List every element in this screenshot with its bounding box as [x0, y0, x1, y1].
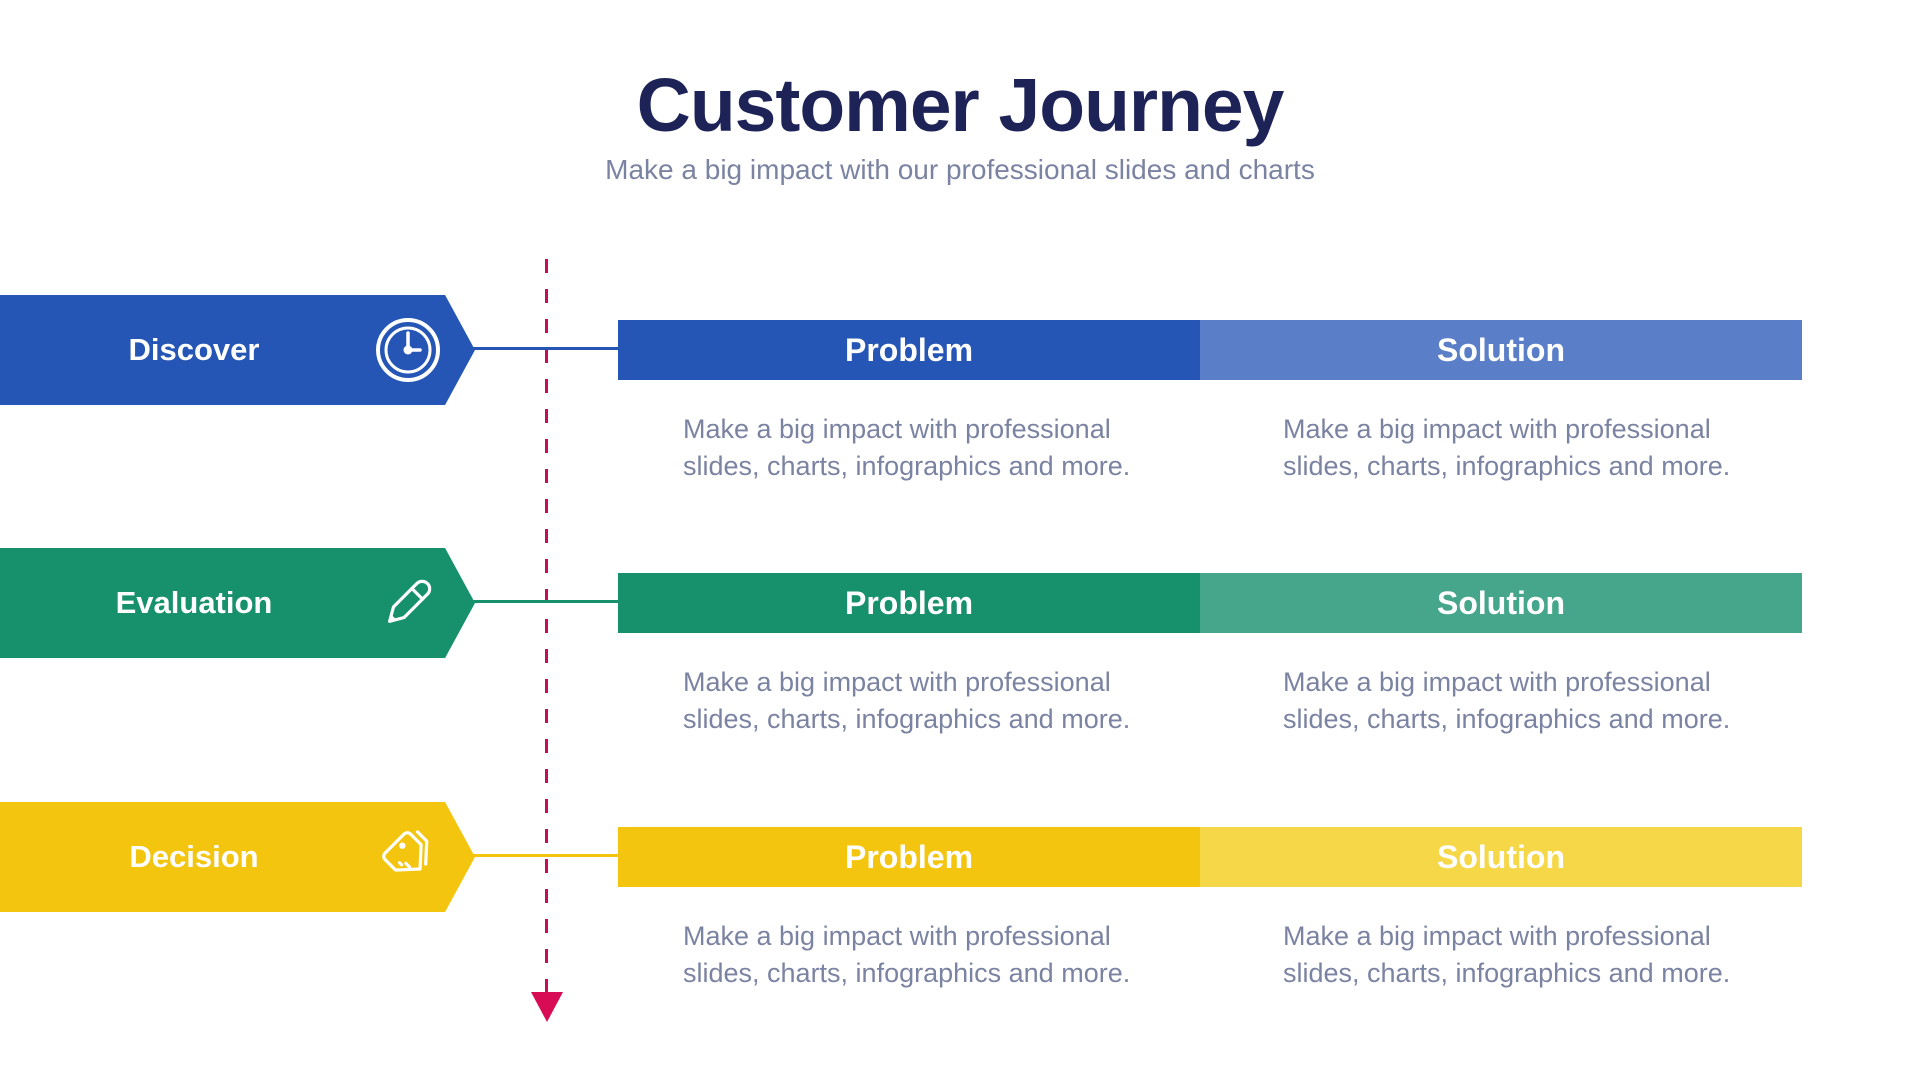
- problem-text: Make a big impact with professional slid…: [683, 414, 1131, 481]
- solution-header: Solution: [1200, 827, 1802, 887]
- problem-header: Problem: [618, 320, 1200, 380]
- solution-header: Solution: [1200, 320, 1802, 380]
- connector-line: [462, 854, 620, 857]
- stage-label: Decision: [129, 839, 259, 874]
- journey-row-evaluation: Evaluation Problem Solution Make a big i…: [0, 548, 1920, 773]
- journey-row-decision: Decision Problem Solution Make a big imp…: [0, 802, 1920, 1027]
- solution-text: Make a big impact with professional slid…: [1283, 921, 1731, 988]
- stage-banner-decision: Decision: [0, 802, 475, 912]
- stage-banner-discover: Discover: [0, 295, 475, 405]
- solution-text: Make a big impact with professional slid…: [1283, 414, 1731, 481]
- page-subtitle: Make a big impact with our professional …: [605, 154, 1315, 185]
- problem-text: Make a big impact with professional slid…: [683, 921, 1131, 988]
- connector-line: [462, 347, 620, 350]
- stage-label: Discover: [128, 332, 260, 367]
- stage-label: Evaluation: [115, 585, 273, 620]
- solution-text: Make a big impact with professional slid…: [1283, 667, 1731, 734]
- timeline-dashed-line: [545, 259, 548, 993]
- problem-header: Problem: [618, 827, 1200, 887]
- solution-header: Solution: [1200, 573, 1802, 633]
- stage-banner-evaluation: Evaluation: [0, 548, 475, 658]
- journey-row-discover: Discover Problem Solution Make a big imp…: [0, 295, 1920, 520]
- connector-line: [462, 600, 620, 603]
- problem-header: Problem: [618, 573, 1200, 633]
- timeline-arrowhead-icon: [531, 992, 563, 1022]
- pencil-icon: [373, 568, 443, 638]
- clock-icon: [373, 315, 443, 385]
- problem-text: Make a big impact with professional slid…: [683, 667, 1131, 734]
- tags-icon: [373, 822, 443, 892]
- page-title: Customer Journey: [636, 63, 1285, 147]
